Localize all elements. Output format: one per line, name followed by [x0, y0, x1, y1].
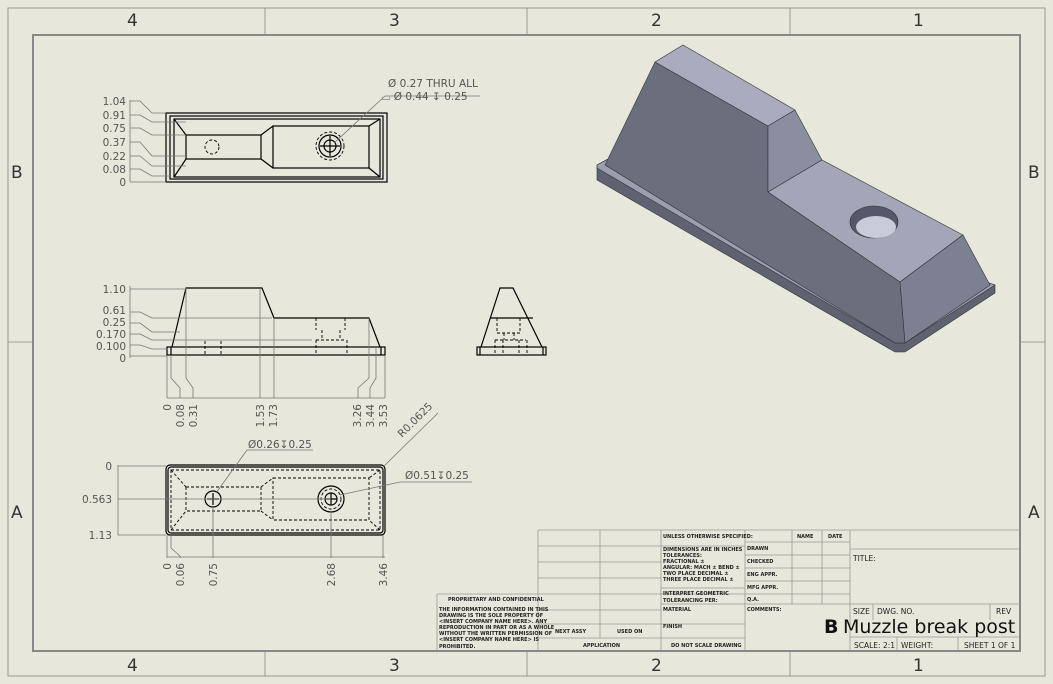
zone-labels: 4 3 2 1 4 3 2 1 B B A A [11, 11, 1040, 676]
zone-col-1-bottom: 1 [913, 656, 924, 676]
front-ord-h-8: 3.53 [378, 404, 390, 427]
bottom-ord-h-1: 0 [162, 563, 174, 570]
row-checked: CHECKED [747, 559, 773, 565]
tolerance-line-1: DIMENSIONS ARE IN INCHES [663, 547, 743, 553]
scale-value: SCALE: 2:1 [854, 641, 895, 650]
row-mfg-appr: MFG APPR. [747, 585, 778, 591]
bottom-ord-h-4: 2.68 [326, 563, 338, 586]
front-ord-h-1: 0 [162, 404, 174, 411]
application-label: APPLICATION [583, 643, 620, 649]
dwg-no-label: DWG. NO. [877, 607, 914, 616]
proprietary-line-4: REPRODUCTION IN PART OR AS A WHOLE [439, 625, 555, 631]
front-ord-h-5: 1.73 [268, 404, 280, 427]
bottom-view[interactable]: Ø0.26↧0.25 Ø0.51↧0.25 R0.0625 0 0.563 1.… [82, 400, 472, 586]
weight-label: WEIGHT: [901, 641, 933, 650]
zone-col-3-top: 3 [389, 11, 400, 31]
used-on-label: USED ON [617, 629, 642, 635]
front-ord-v-4: 0.170 [96, 329, 126, 341]
material-label: MATERIAL [663, 607, 692, 613]
zone-col-4-top: 4 [127, 11, 138, 31]
bottom-ord-h-5: 3.46 [378, 563, 390, 587]
top-view[interactable]: Ø 0.27 THRU ALL ⌴ Ø 0.44 ↧ 0.25 1.04 0.9… [103, 78, 480, 189]
size-label: SIZE [853, 607, 870, 616]
next-assy-label: NEXT ASSY [555, 629, 586, 635]
proprietary-line-1: THE INFORMATION CONTAINED IN THIS [439, 607, 549, 613]
bottom-ord-h-3: 0.75 [208, 563, 220, 586]
proprietary-line-2: DRAWING IS THE SOLE PROPERTY OF [439, 613, 543, 619]
date-column-header: DATE [828, 534, 843, 540]
bottom-ord-h-2: 0.06 [175, 563, 187, 587]
bottom-ord-v-3: 1.13 [89, 530, 112, 542]
bottom-radius-callout: R0.0625 [396, 400, 436, 440]
interpret-line-1: INTERPRET GEOMETRIC [663, 591, 729, 597]
size-value: B [824, 616, 838, 638]
front-ord-v-6: 0 [119, 353, 126, 365]
side-view[interactable] [476, 287, 547, 356]
front-ord-h-3: 0.31 [188, 404, 200, 427]
front-ord-v-2: 0.61 [103, 305, 126, 317]
zone-row-a-right: A [1028, 503, 1040, 523]
front-ord-h-2: 0.08 [175, 404, 187, 427]
row-eng-appr: ENG APPR. [747, 572, 778, 578]
row-qa: Q.A. [747, 597, 759, 603]
isometric-model-view[interactable] [596, 44, 996, 353]
bottom-hole-left-callout: Ø0.26↧0.25 [248, 439, 312, 451]
top-ord-2: 0.91 [103, 110, 126, 122]
zone-col-2-top: 2 [651, 11, 662, 31]
sheet-border [7, 7, 1046, 677]
top-hole-callout-cbore: ⌴ Ø 0.44 ↧ 0.25 [382, 91, 468, 103]
front-ord-h-6: 3.26 [352, 404, 364, 428]
rev-label: REV [996, 607, 1012, 616]
front-ord-v-3: 0.25 [103, 317, 126, 329]
zone-row-b-left: B [11, 163, 23, 183]
proprietary-line-6: <INSERT COMPANY NAME HERE> IS [439, 637, 539, 643]
tolerance-line-3: FRACTIONAL ± [663, 559, 705, 565]
front-view[interactable]: 1.10 0.61 0.25 0.170 0.100 0 0 0.08 0.31… [96, 284, 390, 427]
row-comments: COMMENTS: [747, 607, 781, 613]
top-hole-callout-thru: Ø 0.27 THRU ALL [388, 78, 478, 90]
front-ord-v-1: 1.10 [103, 284, 126, 296]
top-ord-7: 0 [119, 177, 126, 189]
zone-col-2-bottom: 2 [651, 656, 662, 676]
front-ord-h-4: 1.53 [255, 404, 267, 427]
proprietary-title: PROPRIETARY AND CONFIDENTIAL [448, 597, 545, 603]
zone-col-3-bottom: 3 [389, 656, 400, 676]
proprietary-line-5: WITHOUT THE WRITTEN PERMISSION OF [439, 631, 552, 637]
name-column-header: NAME [797, 534, 814, 540]
zone-col-4-bottom: 4 [127, 656, 138, 676]
front-ord-v-5: 0.100 [96, 341, 126, 353]
drawing-number: Muzzle break post [843, 616, 1015, 638]
zone-col-1-top: 1 [913, 11, 924, 31]
top-ord-1: 1.04 [103, 96, 127, 108]
title-label: TITLE: [852, 554, 876, 563]
interpret-line-2: TOLERANCING PER: [663, 598, 718, 604]
tolerance-line-6: THREE PLACE DECIMAL ± [663, 577, 734, 583]
front-ord-h-7: 3.44 [365, 404, 377, 428]
top-ord-6: 0.08 [103, 164, 126, 176]
bottom-ord-v-1: 0 [105, 461, 112, 473]
finish-label: FINISH [663, 624, 682, 630]
top-ord-5: 0.22 [103, 151, 126, 163]
zone-row-b-right: B [1028, 163, 1040, 183]
unless-specified: UNLESS OTHERWISE SPECIFIED: [663, 534, 753, 540]
bottom-ord-v-2: 0.563 [82, 494, 112, 506]
tolerance-line-4: ANGULAR: MACH ± BEND ± [663, 565, 740, 571]
do-not-scale: DO NOT SCALE DRAWING [671, 643, 742, 649]
title-block: PROPRIETARY AND CONFIDENTIAL THE INFORMA… [436, 529, 1020, 651]
top-ord-4: 0.37 [103, 137, 126, 149]
zone-row-a-left: A [11, 503, 23, 523]
bottom-hole-right-callout: Ø0.51↧0.25 [405, 470, 469, 482]
tolerance-line-2: TOLERANCES: [663, 553, 702, 559]
proprietary-line-3: <INSERT COMPANY NAME HERE>. ANY [439, 619, 547, 625]
row-drawn: DRAWN [747, 546, 768, 552]
sheet-number: SHEET 1 OF 1 [964, 641, 1016, 650]
proprietary-line-7: PROHIBITED. [439, 644, 475, 650]
top-ord-3: 0.75 [103, 123, 126, 135]
tolerance-line-5: TWO PLACE DECIMAL ± [663, 571, 729, 577]
